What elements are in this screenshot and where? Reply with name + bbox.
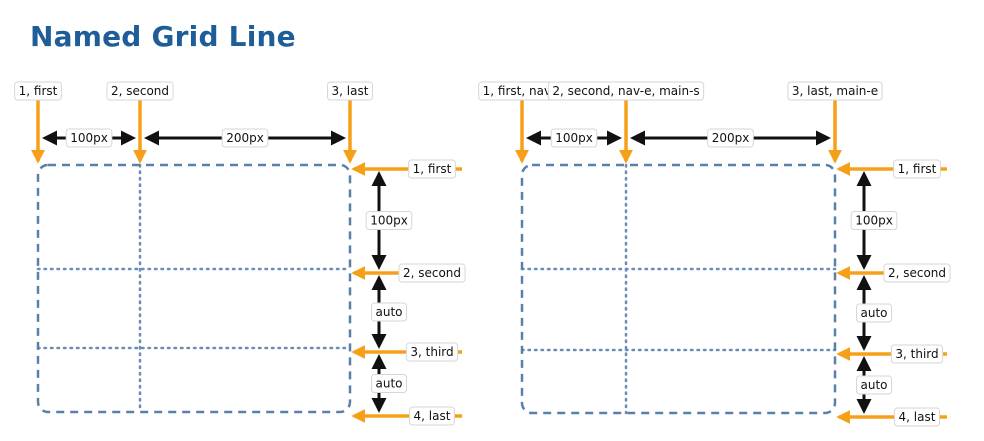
row-line-label: 4, last	[409, 406, 455, 426]
row-size-label-text: auto	[860, 306, 887, 320]
row-line-label-text: 2, second	[403, 266, 461, 280]
row-size-label-text: 100px	[855, 214, 893, 228]
column-size-label: 200px	[221, 128, 269, 148]
row-line-label: 3, third	[890, 344, 944, 364]
column-line-label-text: 2, second	[111, 84, 169, 98]
grid-container	[36, 163, 352, 414]
row-line-label: 3, third	[405, 342, 459, 362]
row-line-label-text: 1, first	[898, 162, 937, 176]
row-size-label: auto	[855, 375, 893, 395]
row-line-label-text: 4, last	[414, 409, 451, 423]
row-line-label-text: 3, third	[410, 345, 453, 359]
column-line-label-text: 1, first	[19, 84, 58, 98]
column-line-label-text: 1, first, nav-s	[483, 84, 562, 98]
column-size-label-text: 100px	[70, 131, 108, 145]
column-line-label: 1, first, nav-s	[478, 81, 566, 101]
row-line-label-text: 3, third	[895, 347, 938, 361]
column-size-label: 100px	[65, 128, 113, 148]
row-size-label-text: 100px	[370, 214, 408, 228]
column-line-label: 2, second	[106, 81, 174, 101]
row-size-label: auto	[370, 302, 408, 322]
column-line-label: 2, second, nav-e, main-s	[547, 81, 705, 101]
column-size-label-text: 200px	[226, 131, 264, 145]
row-line-label: 2, second	[398, 263, 466, 283]
row-size-label: 100px	[365, 211, 413, 230]
row-size-label: auto	[855, 303, 893, 323]
row-line-label: 1, first	[893, 159, 941, 179]
row-size-label-text: auto	[375, 305, 402, 319]
row-size-label: 100px	[850, 211, 898, 230]
diagram-left: 1, first 2, second 3, last 100px 200px 1, fir…	[14, 81, 466, 426]
row-line-label-text: 1, first	[413, 162, 452, 176]
column-line-label: 3, last	[327, 81, 373, 101]
column-size-label: 100px	[550, 128, 598, 148]
column-size-label: 200px	[707, 128, 754, 148]
column-line-label-text: 3, last, main-e	[792, 84, 878, 98]
page-title: Named Grid Line	[30, 20, 296, 53]
row-size-label-text: auto	[375, 377, 402, 391]
column-line-label: 3, last, main-e	[787, 81, 883, 101]
row-line-label: 2, second	[883, 263, 951, 283]
column-line-label: 1, first	[14, 81, 62, 101]
row-line-label-text: 2, second	[888, 266, 946, 280]
diagram-right: 1, first, nav-s2, second, nav-e, main-s 3…	[478, 81, 951, 427]
row-line-label: 1, first	[408, 159, 456, 179]
column-size-label-text: 200px	[712, 131, 750, 145]
grid-container	[520, 163, 837, 415]
column-line-label-text: 2, second, nav-e, main-s	[552, 84, 699, 98]
column-line-label-text: 3, last	[332, 84, 369, 98]
row-line-label: 4, last	[894, 407, 940, 427]
row-size-label: auto	[370, 374, 408, 393]
row-size-label-text: auto	[860, 378, 887, 392]
column-size-label-text: 100px	[555, 131, 593, 145]
row-line-label-text: 4, last	[899, 410, 936, 424]
